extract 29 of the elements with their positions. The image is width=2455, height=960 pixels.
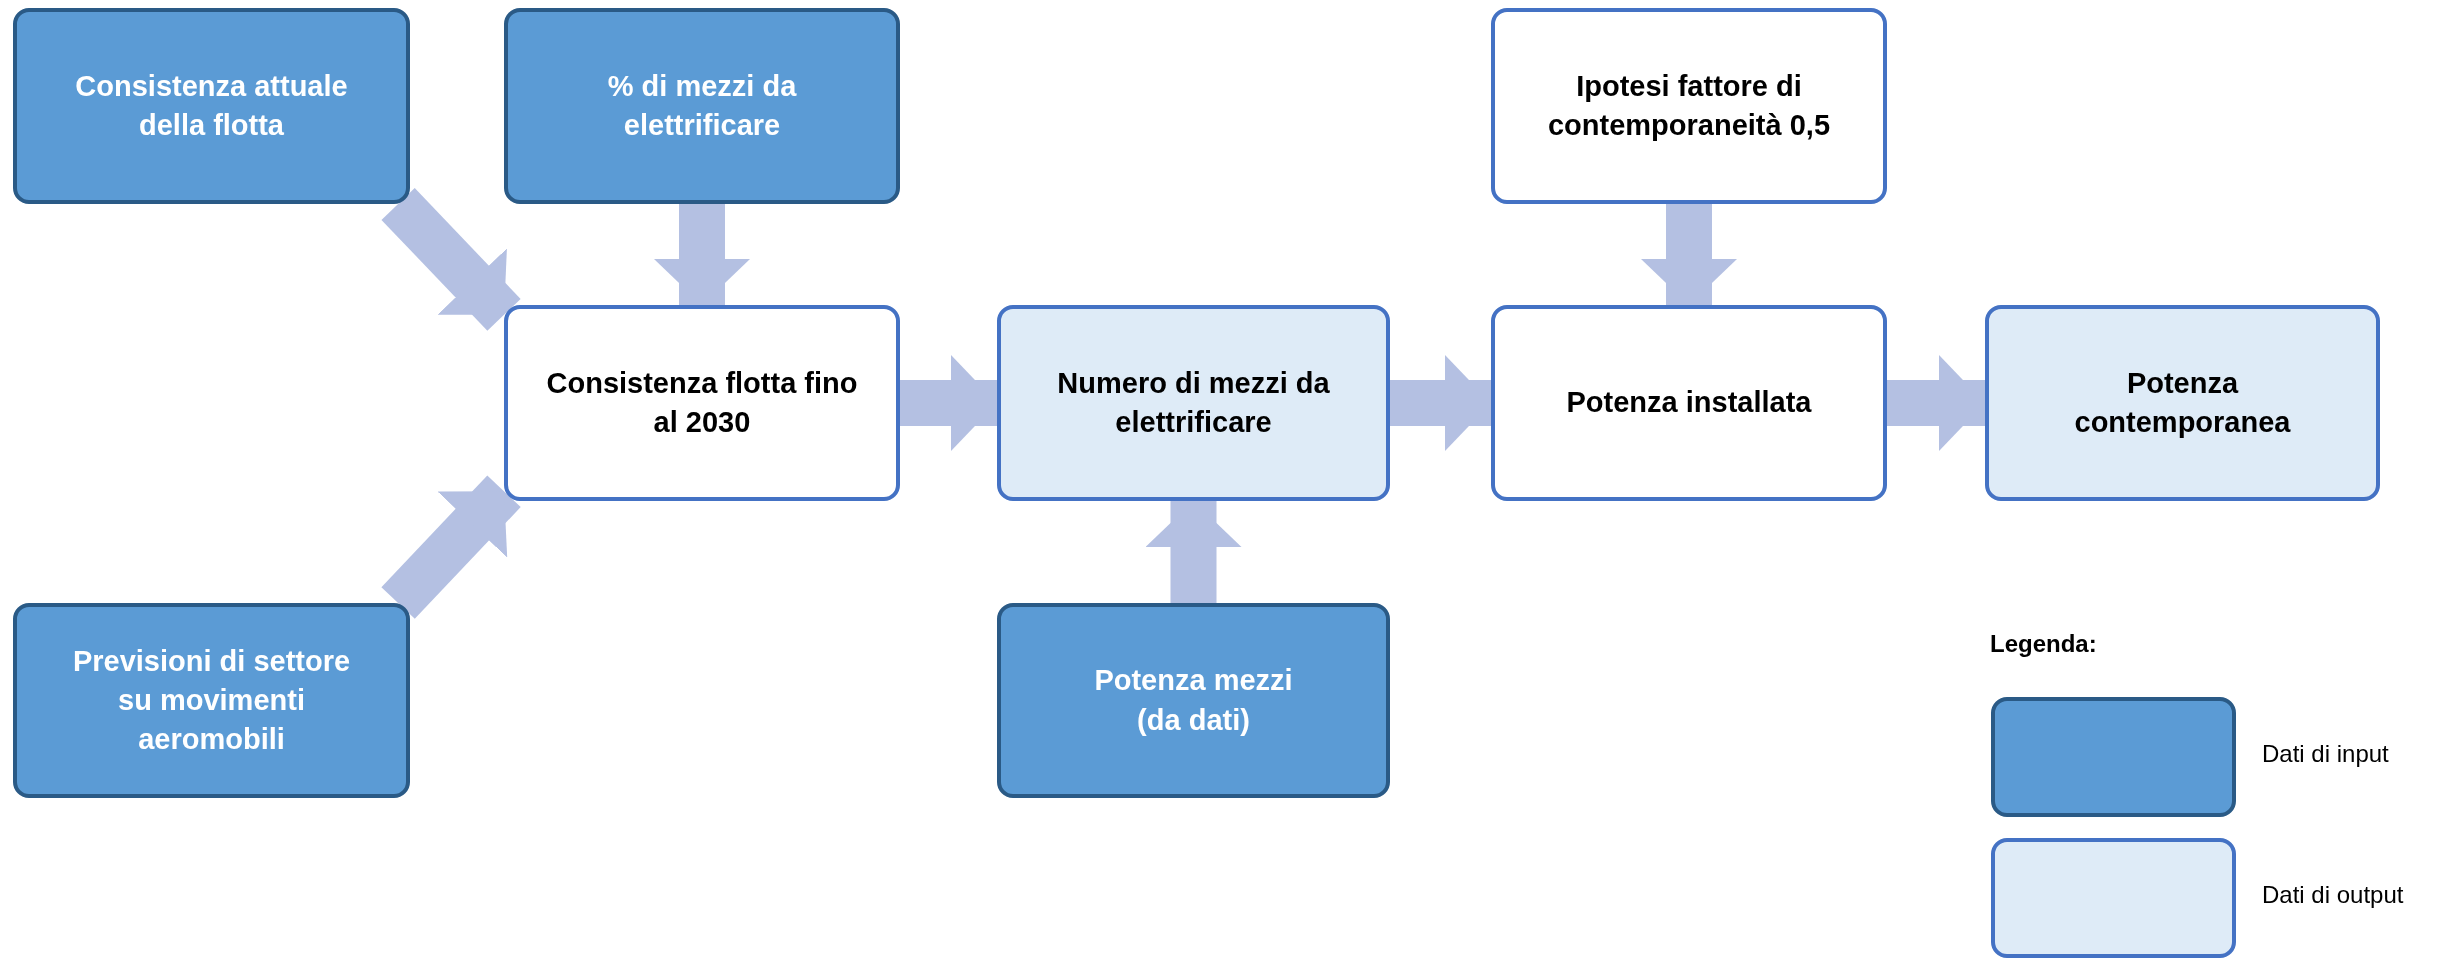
- block-arrow: [381, 188, 521, 331]
- box-text: Consistenza attuale della flotta: [74, 68, 349, 143]
- block-arrow: [381, 475, 521, 619]
- box-text: Potenza contemporanea: [2074, 365, 2291, 440]
- input-box: [13, 603, 410, 798]
- block-arrow: [1390, 355, 1491, 451]
- legend-label: Dati di output: [2262, 881, 2404, 909]
- box-text: % di mezzi da elettrificare: [606, 68, 798, 143]
- output-box: [997, 305, 1390, 501]
- input-box: [13, 8, 410, 204]
- output-box: [1985, 305, 2380, 501]
- legend-label: Dati di input: [2262, 740, 2389, 768]
- process-box: [1491, 8, 1887, 204]
- block-arrow: [1887, 355, 1985, 451]
- box-text: Potenza mezzi (da dati): [1093, 663, 1294, 738]
- box-text: Previsioni di settore su movimenti aeromobili: [71, 643, 352, 758]
- box-text: Potenza installata: [1566, 385, 1812, 421]
- box-text: Ipotesi fattore di contemporaneità 0,5: [1547, 68, 1831, 143]
- box-text: Consistenza flotta fino al 2030: [545, 365, 859, 440]
- input-box: [997, 603, 1390, 798]
- input-box: [504, 8, 900, 204]
- process-box: [504, 305, 900, 501]
- block-arrow: [654, 204, 750, 305]
- block-arrow: [1641, 204, 1737, 305]
- box-text: Numero di mezzi da elettrificare: [1056, 365, 1331, 440]
- block-arrow: [1145, 501, 1242, 603]
- process-box: [1491, 305, 1887, 501]
- legend-title: Legenda:: [1990, 630, 2097, 658]
- block-arrow: [900, 355, 997, 451]
